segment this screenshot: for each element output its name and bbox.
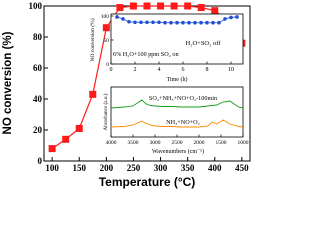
inset-spectrum-series [110, 99, 244, 128]
inset-time-data-point [193, 20, 197, 25]
inset-time-y-tick-label: 100 [101, 14, 110, 20]
main-x-tick-label: 350 [181, 163, 195, 173]
main-x-axis-label: Temperature (°C) [99, 175, 196, 189]
inset-time-y-axis-label: NO conversion (%) [89, 18, 96, 61]
inset-time-data-point [175, 20, 179, 25]
inset-time-x-tick-label: 10 [228, 67, 234, 73]
main-y-tick-label: 100 [29, 1, 43, 11]
inset-spectrum-x-tick-label: 3000 [150, 140, 161, 146]
inset-time-data-point [163, 20, 167, 25]
main-x-tick-label: 300 [154, 163, 168, 173]
inset-time-data-point [211, 20, 215, 25]
inset-time-data-point [169, 20, 173, 25]
inset-time-x-tick-label: 8 [206, 67, 209, 73]
inset-time-data-point [217, 20, 221, 25]
inset-time-x-tick-label: 2 [134, 67, 137, 73]
inset-spectrum-axis-ticks: 4000 3500 3000 2500 2000 1500 1000 [106, 134, 249, 146]
inset-spectrum-x-tick-label: 3500 [128, 140, 139, 146]
inset-time-data-point [223, 17, 227, 21]
inset-spectrum-x-axis-label: Wavenumbers (cm⁻¹) [152, 148, 204, 155]
inset-time-series [115, 15, 239, 25]
main-data-point [197, 4, 205, 12]
main-series [48, 2, 246, 153]
inset-time-data-point [121, 17, 125, 21]
main-x-tick-label: 100 [45, 163, 59, 173]
inset-time-x-tick-label: 6 [182, 67, 185, 73]
inset-time-data-point [145, 20, 149, 25]
inset-spectrum-y-axis-label: Absorbance (a.u.) [102, 93, 109, 130]
inset-time-y-tick-label: 50 [104, 38, 110, 44]
main-y-tick-label: 0 [38, 156, 43, 166]
inset-spectrum-x-tick-label: 4000 [106, 140, 117, 146]
main-data-point [143, 2, 151, 10]
main-data-point [75, 124, 83, 132]
main-y-tick-label: 80 [33, 32, 43, 42]
inset-time-x-tick-label: 4 [158, 67, 161, 73]
main-x-tick-label: 400 [208, 163, 222, 173]
inset-annotation-on: 6% H₂O+100 ppm SO₂ on [113, 51, 179, 58]
inset-time-data-point [127, 19, 131, 24]
inset-spectrum-x-tick-label: 1500 [216, 140, 227, 146]
spectrum-line-nh3 [110, 119, 244, 128]
main-data-point [184, 2, 192, 10]
inset-time-data-point [151, 20, 155, 25]
main-data-point [157, 2, 165, 10]
main-y-tick-label: 60 [33, 63, 43, 73]
main-data-point [102, 24, 110, 32]
inset-time-y-tick-label: 0 [106, 62, 109, 68]
inset-spectrum-x-tick-label: 2500 [172, 140, 183, 146]
main-x-tick-label: 200 [100, 163, 114, 173]
main-y-tick-label: 20 [33, 125, 43, 135]
main-y-tick-label: 40 [33, 94, 43, 104]
inset-time-data-point [139, 20, 143, 25]
inset-annotation-off: H₂O+SO₂ off [186, 40, 222, 47]
main-x-tick-label: 250 [127, 163, 141, 173]
inset-spectrum-x-tick-label: 2000 [194, 140, 205, 146]
inset-time-data-point [229, 15, 233, 20]
inset-time-x-axis-label: Time (h) [167, 76, 188, 83]
inset-time-data-point [235, 15, 239, 19]
inset-spectrum-x-tick-label: 1000 [238, 140, 249, 146]
main-data-point [116, 4, 124, 12]
inset-time-data-point [205, 20, 209, 25]
inset-time-data-point [181, 20, 185, 25]
inset-time-x-tick-label: 0 [110, 67, 113, 73]
spectrum-annotation-nh3: NH₃+NO+O₂ [166, 119, 200, 126]
main-data-point [129, 2, 137, 10]
main-data-point [48, 145, 56, 153]
main-data-point [62, 135, 70, 143]
inset-time-data-point [115, 15, 119, 19]
main-x-tick-label: 450 [235, 163, 249, 173]
main-y-axis-label: NO conversion (%) [2, 31, 14, 134]
inset-time-data-point [157, 20, 161, 25]
inset-time-data-point [199, 20, 203, 25]
inset-spectrum-frame [110, 86, 244, 138]
main-data-point [89, 90, 97, 98]
spectrum-line-so2 [110, 99, 244, 109]
main-data-point [170, 2, 178, 10]
main-data-point [211, 7, 219, 15]
spectrum-annotation-so2: SO₂+NH₃+NO+O₂-100min [149, 95, 217, 102]
inset-time-data-point [187, 20, 191, 25]
inset-time-data-point [133, 20, 137, 25]
main-x-tick-label: 150 [72, 163, 86, 173]
